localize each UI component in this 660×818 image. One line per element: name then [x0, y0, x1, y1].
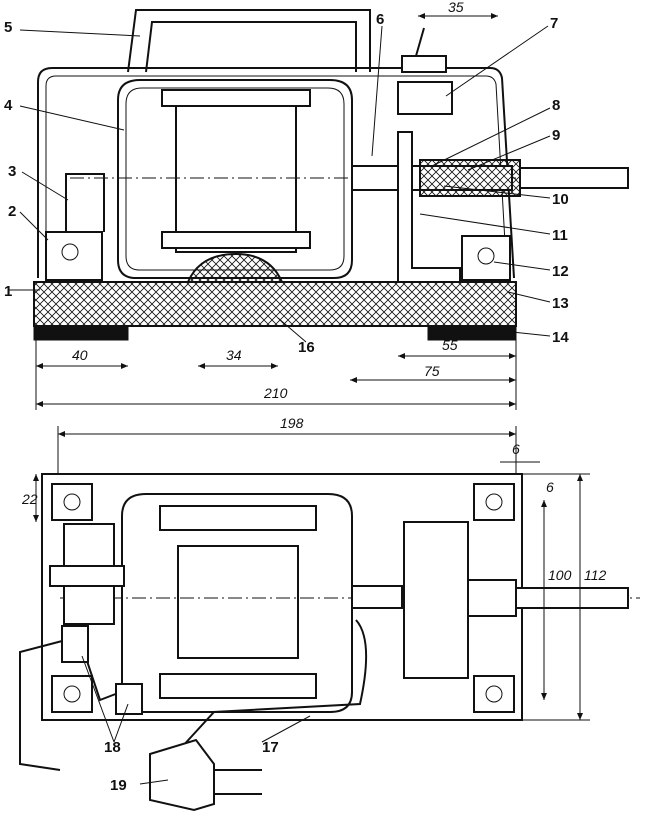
callout-12: 12 — [552, 263, 569, 280]
mains-plug — [149, 738, 215, 812]
callout-8: 8 — [552, 97, 560, 114]
callout-13: 13 — [552, 295, 569, 312]
callout-18: 18 — [104, 739, 121, 756]
callout-4: 4 — [4, 97, 13, 114]
rubber-foot-right — [427, 325, 517, 341]
dim-6-top: 6 — [512, 441, 520, 457]
callout-3: 3 — [8, 163, 16, 180]
dim-34: 34 — [226, 347, 242, 363]
dimension-lines-plan — [33, 426, 590, 721]
terminal-block-left — [45, 231, 103, 281]
dim-198: 198 — [280, 415, 304, 431]
terminal-block-right — [461, 235, 511, 281]
callout-leaders-top — [8, 25, 551, 343]
switch-plate — [403, 521, 469, 679]
toggle-switch — [397, 81, 453, 115]
callout-10: 10 — [552, 191, 569, 208]
carry-handle — [127, 9, 371, 73]
motor-mount-bump — [186, 252, 284, 283]
dimension-values: 35 40 34 55 75 210 198 6 6 22 100 112 — [21, 0, 607, 583]
stator-core — [175, 95, 297, 253]
callout-numbers: 1 2 3 4 5 6 7 8 9 10 11 12 13 14 16 17 1… — [4, 11, 569, 794]
dim-6-side: 6 — [546, 479, 554, 495]
callout-2: 2 — [8, 203, 16, 220]
dim-210: 210 — [263, 385, 288, 401]
dim-40: 40 — [72, 347, 88, 363]
dim-35: 35 — [448, 0, 464, 15]
cover-shell — [37, 67, 515, 279]
dimension-lines-top — [35, 13, 517, 410]
callout-16: 16 — [298, 339, 315, 356]
base-plate — [33, 281, 517, 327]
dim-22: 22 — [21, 491, 38, 507]
dim-100: 100 — [548, 567, 572, 583]
side-section-view — [33, 9, 629, 341]
callout-7: 7 — [550, 15, 558, 32]
callout-9: 9 — [552, 127, 560, 144]
rubber-foot-left — [33, 325, 129, 341]
callout-14: 14 — [552, 329, 569, 346]
dim-75: 75 — [424, 363, 440, 379]
callout-11: 11 — [552, 227, 568, 244]
capacitor-clip — [65, 173, 105, 232]
callout-5: 5 — [4, 19, 12, 36]
dim-55: 55 — [442, 337, 458, 353]
callout-6: 6 — [376, 11, 384, 28]
plan-view — [19, 473, 640, 812]
cable-outlet — [519, 167, 629, 189]
callout-19: 19 — [110, 777, 127, 794]
callout-1: 1 — [4, 283, 12, 300]
callout-leaders-plan — [81, 655, 311, 785]
bracket — [397, 131, 461, 283]
callout-17: 17 — [262, 739, 279, 756]
dim-112: 112 — [584, 567, 607, 583]
